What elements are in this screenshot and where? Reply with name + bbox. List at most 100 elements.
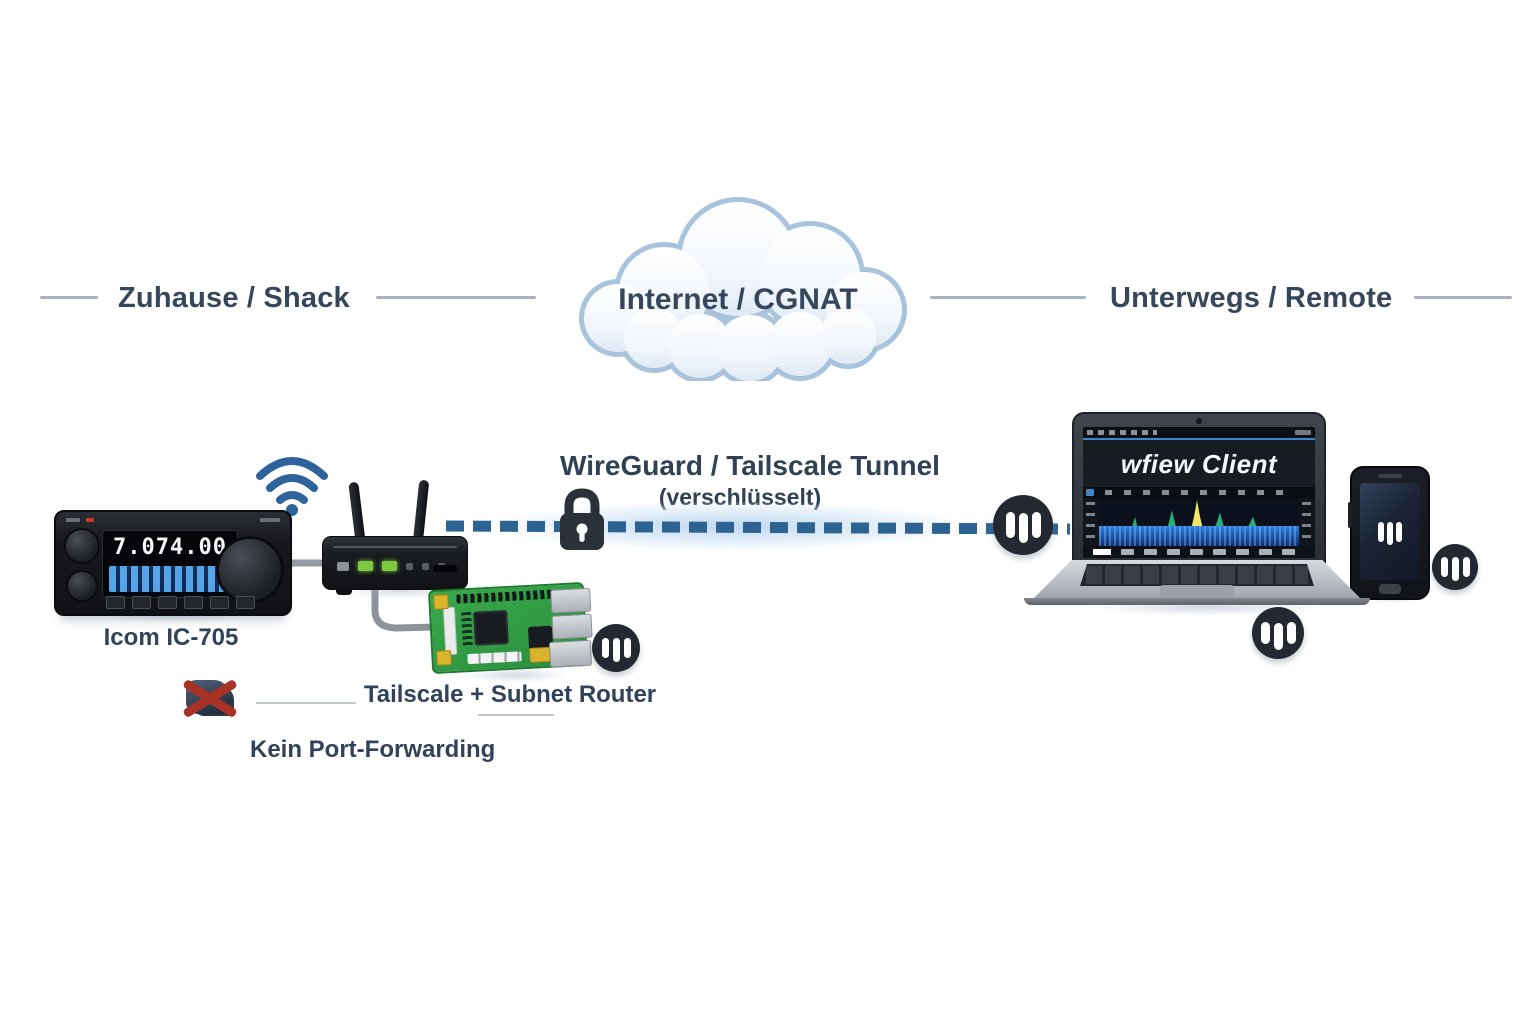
- app-button: [1213, 549, 1226, 555]
- app-titlebar: [1083, 427, 1315, 440]
- tailscale-pill: [623, 638, 631, 658]
- router-foot: [336, 588, 352, 595]
- radio-button: [158, 596, 177, 609]
- laptop-keyboard: [1080, 564, 1314, 586]
- cable-router-pi: [371, 581, 440, 632]
- divider-line: [40, 296, 98, 299]
- label-underline: [478, 714, 554, 716]
- router-port: [433, 565, 457, 572]
- tailscale-pill: [1260, 622, 1270, 644]
- lock-icon: [560, 488, 604, 550]
- pi-soc-chip: [473, 610, 509, 646]
- radio-button: [210, 596, 229, 609]
- laptop-base: [1032, 560, 1362, 600]
- section-remote-heading: Unterwegs / Remote: [1110, 282, 1393, 314]
- radio-tuning-knob: [216, 536, 284, 604]
- laptop-app-title: wfiew Client: [1120, 449, 1278, 479]
- router-led: [422, 562, 429, 570]
- tunnel-dashed-line: [445, 520, 1071, 535]
- radio-button: [236, 596, 255, 609]
- app-spectrum-display: [1099, 498, 1299, 546]
- laptop-base-edge: [1024, 598, 1370, 605]
- smartphone: [1348, 466, 1430, 600]
- pi-mount-hole: [433, 594, 449, 610]
- radio-marking: [86, 518, 94, 522]
- tailscale-pill: [1396, 521, 1402, 542]
- pi-detail: [467, 651, 522, 665]
- divider-line: [1414, 296, 1512, 299]
- phone-side-button: [1348, 502, 1352, 528]
- app-button: [1093, 549, 1111, 555]
- note-connector-line: [256, 702, 356, 704]
- radio-top-strip: [66, 517, 280, 523]
- pi-usb-port: [551, 613, 593, 640]
- router-detail: [333, 546, 457, 548]
- phone-home-button: [1379, 584, 1401, 594]
- laptop-touchpad: [1160, 585, 1234, 597]
- radio-frequency-readout: 7.074.00: [113, 535, 227, 560]
- app-button-row: [1083, 546, 1315, 558]
- radio-button-row: [106, 596, 255, 609]
- tailscale-pill: [1462, 557, 1470, 577]
- phone-speaker: [1378, 474, 1402, 478]
- tailscale-badge-icon: [1252, 607, 1304, 659]
- app-button: [1259, 549, 1272, 555]
- wifi-router: [322, 536, 468, 590]
- laptop: wfiew Client: [1072, 412, 1326, 566]
- tailscale-pill: [1440, 557, 1448, 577]
- router-leds: [337, 561, 445, 571]
- app-waterfall: [1099, 526, 1299, 546]
- icom-ic705-radio: 7.074.00: [54, 510, 292, 616]
- app-button: [1121, 549, 1134, 555]
- no-port-forwarding-label: Kein Port-Forwarding: [250, 736, 496, 763]
- tailscale-badge-icon: [592, 624, 640, 672]
- radio-knob-small: [66, 570, 98, 602]
- wifi-icon: [256, 457, 328, 516]
- pi-display-connector: [442, 606, 458, 656]
- tailscale-pill: [1286, 622, 1296, 644]
- app-button: [1144, 549, 1157, 555]
- router-led: [337, 561, 349, 571]
- app-button: [1190, 549, 1203, 555]
- app-right-panel: [1299, 498, 1315, 546]
- tailscale-badge-icon: [993, 495, 1053, 555]
- radio-spectrum-bars: [109, 566, 231, 592]
- app-button: [1282, 549, 1295, 555]
- laptop-display: wfiew Client: [1083, 427, 1315, 558]
- radio-button: [184, 596, 203, 609]
- router-led-green: [358, 561, 373, 571]
- tailscale-badge-icon: [1432, 544, 1478, 590]
- no-port-forwarding-icon: [178, 672, 242, 728]
- tailscale-pill: [1018, 513, 1028, 543]
- internet-cloud: [579, 197, 907, 381]
- radio-marking: [260, 518, 280, 522]
- router-led: [406, 562, 413, 570]
- tunnel-title: WireGuard / Tailscale Tunnel: [560, 450, 940, 481]
- raspberry-pi: [427, 581, 593, 675]
- tailscale-pill: [1451, 557, 1459, 581]
- radio-knob-small: [64, 528, 100, 564]
- pi-gpio-header: [456, 589, 553, 604]
- app-left-panel: [1083, 498, 1099, 546]
- tailscale-pill: [612, 638, 620, 662]
- radio-label: Icom IC-705: [103, 624, 239, 651]
- pi-usb-port: [550, 587, 592, 614]
- section-home-heading: Zuhause / Shack: [118, 282, 350, 314]
- pi-usb-port: [548, 639, 593, 668]
- tailscale-pill: [1031, 512, 1041, 538]
- radio-button: [106, 596, 125, 609]
- router-led-green: [382, 561, 397, 571]
- radio-marking: [66, 518, 80, 522]
- cloud-label: Internet / CGNAT: [618, 283, 858, 316]
- phone-screen: [1360, 483, 1420, 580]
- pi-label: Tailscale + Subnet Router: [363, 681, 657, 708]
- app-toolbar: [1083, 487, 1315, 498]
- divider-line: [376, 296, 536, 299]
- divider-line: [930, 296, 1086, 299]
- pi-detail: [461, 611, 473, 647]
- tailscale-pill: [601, 638, 609, 658]
- pi-mount-hole: [436, 650, 452, 666]
- radio-button: [132, 596, 151, 609]
- tailscale-pill: [1378, 521, 1384, 542]
- tailscale-pill: [1273, 622, 1283, 650]
